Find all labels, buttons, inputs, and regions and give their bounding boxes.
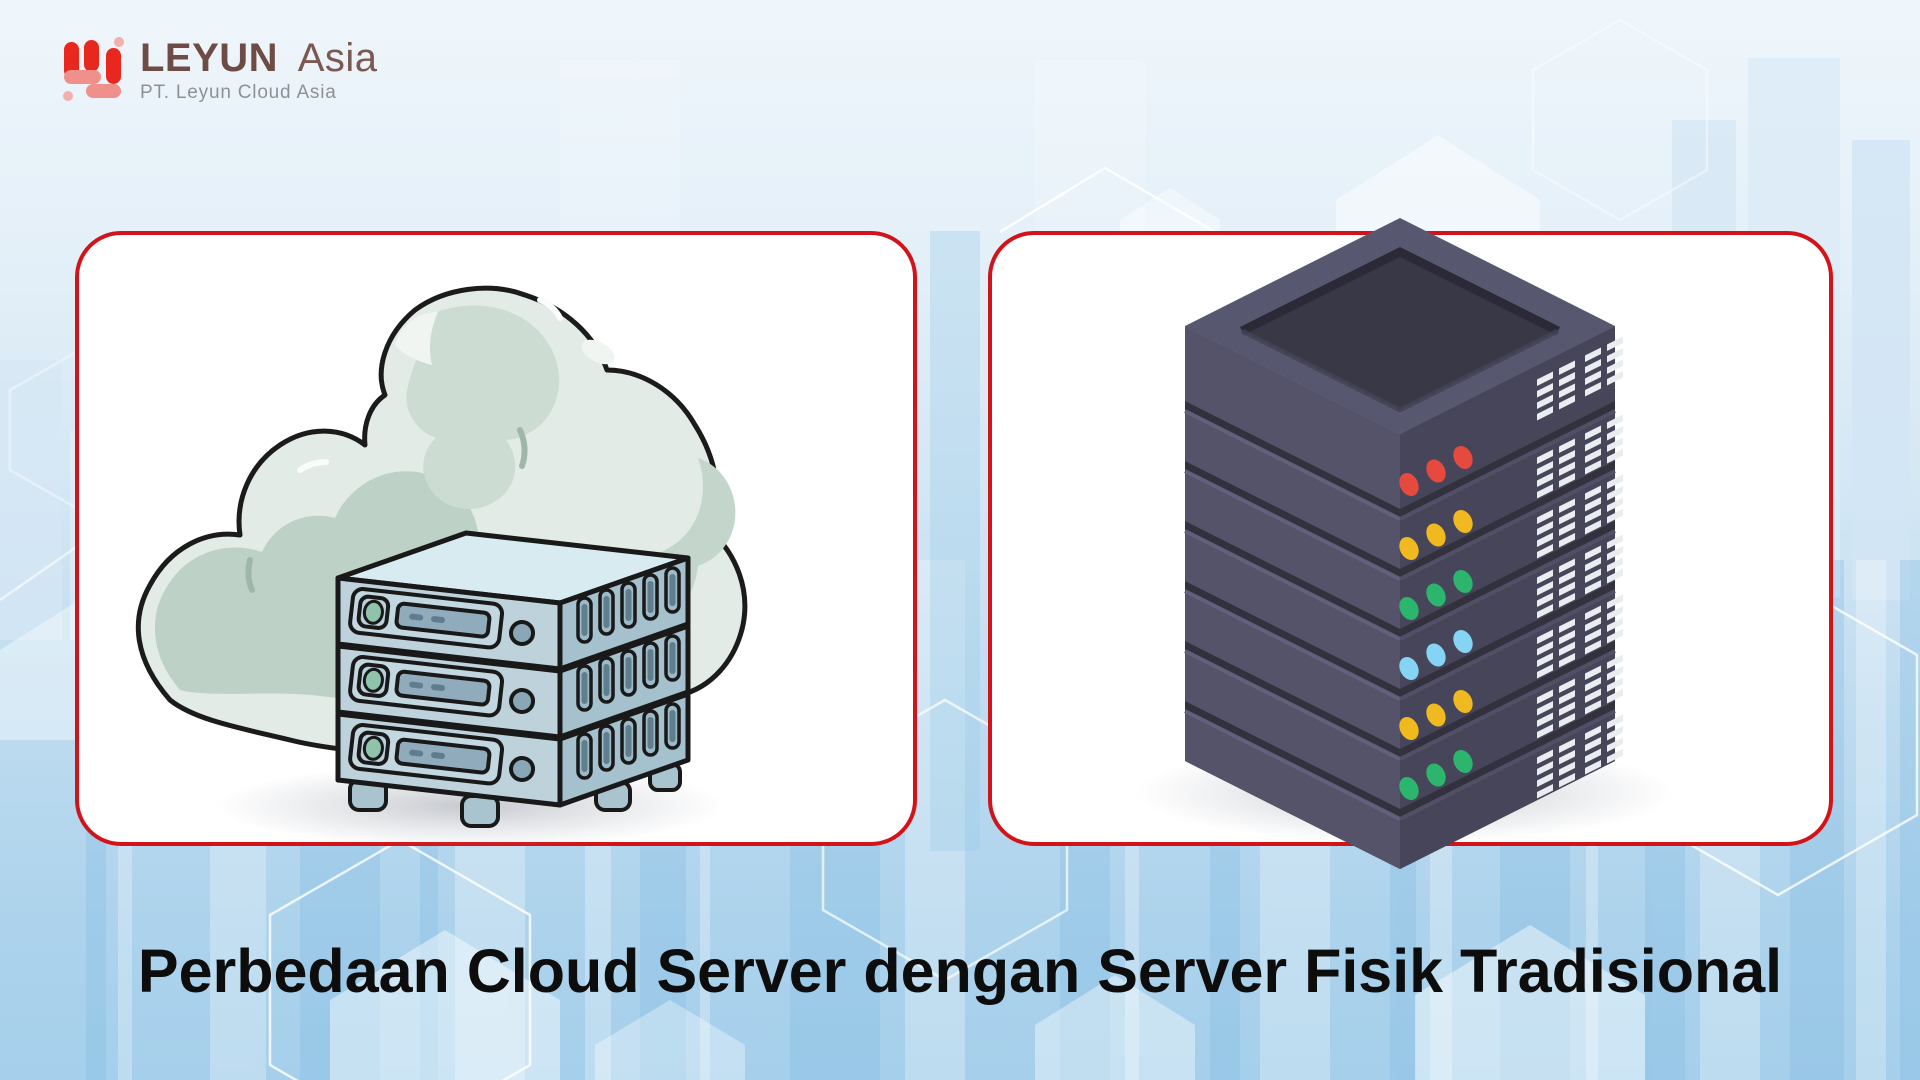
brand-name-secondary: Asia xyxy=(297,36,378,80)
leyun-logo-icon xyxy=(63,37,124,101)
brand-text-block: LEYUN Asia PT. Leyun Cloud Asia xyxy=(140,28,378,104)
physical-server-card xyxy=(988,231,1833,846)
brand-name-primary: LEYUN xyxy=(140,36,279,80)
brand-logo-block: LEYUN Asia PT. Leyun Cloud Asia xyxy=(60,28,378,104)
brand-name: LEYUN Asia xyxy=(140,38,378,78)
cloud-server-card xyxy=(75,231,917,846)
page-title: Perbedaan Cloud Server dengan Server Fis… xyxy=(137,937,1783,1005)
brand-subtitle: PT. Leyun Cloud Asia xyxy=(140,82,337,103)
